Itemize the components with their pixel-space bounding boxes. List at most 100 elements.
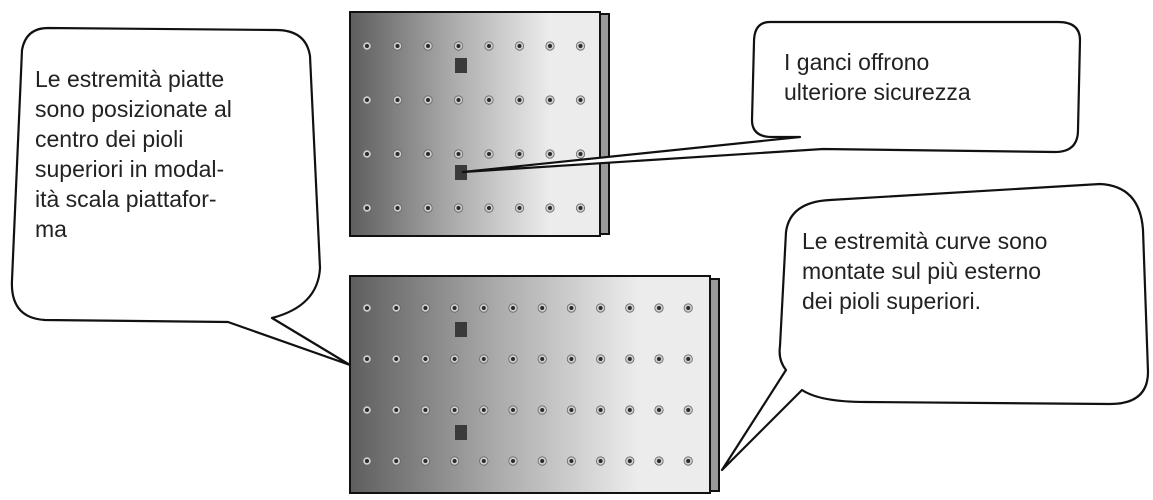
plate-hole-center — [686, 306, 691, 310]
plate-hole-center — [481, 408, 486, 412]
plate-hole-center — [365, 357, 369, 361]
plate-hole-center — [627, 306, 632, 310]
plate-hole-center — [540, 357, 545, 361]
plate-hole-center — [517, 98, 522, 102]
flat-ends-callout-text: Le estremità piatte sono posizionate al ce… — [35, 64, 232, 244]
plate-hole-center — [517, 152, 522, 156]
plate-hole-center — [365, 306, 369, 310]
plate-hole-center — [365, 152, 369, 156]
plate-hole-center — [548, 152, 552, 156]
plate-hole-center — [394, 408, 399, 412]
top-plate-hook-1 — [455, 58, 467, 73]
callout-line: centro dei pioli — [35, 126, 184, 152]
top-plate-holes — [362, 41, 586, 213]
plate-hole-center — [423, 306, 428, 310]
plate-hole-center — [487, 98, 491, 102]
plate-hole-center — [578, 98, 583, 102]
plate-hole-center — [657, 357, 661, 361]
plate-hole-center — [569, 306, 574, 310]
plate-hole-center — [517, 44, 522, 48]
plate-hole-center — [394, 306, 399, 310]
plate-hole-center — [569, 459, 574, 463]
callout-line: Le estremità curve sono — [802, 228, 1048, 254]
top-plate-hook-2 — [455, 165, 467, 180]
plate-hole-center — [686, 408, 691, 412]
plate-hole-center — [487, 206, 491, 210]
plate-hole-center — [578, 206, 583, 210]
plate-hole-center — [578, 152, 583, 156]
plate-hole-center — [598, 408, 603, 412]
plate-hole-center — [627, 357, 632, 361]
plate-hole-center — [395, 44, 400, 48]
callout-line: I ganci offrono — [784, 49, 930, 75]
plate-hole-center — [686, 459, 691, 463]
plate-hole-center — [365, 44, 369, 48]
plate-hole-center — [456, 44, 461, 48]
plate-hole-center — [452, 459, 457, 463]
plate-hole-center — [540, 306, 545, 310]
plate-hole-center — [569, 357, 574, 361]
top-ladder-plate — [349, 11, 610, 237]
bottom-plate-hook-2 — [455, 425, 467, 440]
plate-hole-center — [423, 459, 428, 463]
plate-hole-center — [657, 306, 661, 310]
plate-hole-center — [452, 306, 457, 310]
plate-hole-center — [481, 357, 486, 361]
plate-hole-center — [394, 357, 399, 361]
plate-hole-center — [426, 206, 430, 210]
top-plate-body — [349, 11, 601, 237]
bottom-plate-holes — [362, 303, 693, 466]
plate-hole-center — [452, 408, 457, 412]
callout-line: Le estremità piatte — [35, 66, 225, 92]
plate-hole-center — [598, 357, 603, 361]
plate-hole-center — [548, 206, 552, 210]
bottom-plate-body — [349, 275, 711, 494]
curved-ends-callout-bubble — [720, 182, 1150, 472]
plate-hole-center — [598, 306, 603, 310]
plate-hole-center — [517, 206, 522, 210]
plate-hole-center — [511, 459, 515, 463]
plate-hole-center — [365, 408, 369, 412]
plate-hole-center — [456, 98, 461, 102]
plate-hole-center — [365, 459, 369, 463]
callout-line: dei pioli superiori. — [802, 288, 981, 314]
plate-hole-center — [627, 408, 632, 412]
callout-line: ma — [35, 216, 67, 242]
plate-hole-center — [395, 152, 400, 156]
plate-hole-center — [395, 206, 400, 210]
plate-hole-center — [511, 357, 515, 361]
plate-hole-center — [598, 459, 603, 463]
plate-hole-center — [395, 98, 400, 102]
plate-hole-center — [456, 152, 461, 156]
plate-hole-center — [569, 408, 574, 412]
plate-hole-center — [540, 459, 545, 463]
plate-hole-center — [511, 408, 515, 412]
callout-line: ità scala piattafor- — [35, 186, 217, 212]
plate-hole-center — [657, 459, 661, 463]
plate-hole-center — [627, 459, 632, 463]
plate-hole-center — [394, 459, 399, 463]
plate-hole-center — [548, 98, 552, 102]
plate-hole-center — [452, 357, 457, 361]
callout-line: ulteriore sicurezza — [784, 79, 971, 105]
bottom-plate-hook-1 — [455, 322, 467, 337]
plate-hole-center — [423, 357, 428, 361]
plate-hole-center — [548, 44, 552, 48]
plate-hole-center — [511, 306, 515, 310]
callout-line: sono posizionate al — [35, 96, 232, 122]
plate-hole-center — [426, 44, 430, 48]
plate-hole-center — [365, 98, 369, 102]
flat-ends-callout-bubble — [10, 26, 352, 367]
hooks-callout-text: I ganci offrono ulteriore sicurezza — [784, 47, 971, 107]
plate-hole-center — [686, 357, 691, 361]
plate-hole-center — [657, 408, 661, 412]
plate-hole-center — [456, 206, 461, 210]
plate-hole-center — [423, 408, 428, 412]
plate-hole-center — [540, 408, 545, 412]
plate-hole-center — [481, 306, 486, 310]
callout-line: superiori in modal- — [35, 156, 225, 182]
plate-hole-center — [426, 152, 430, 156]
plate-hole-center — [365, 206, 369, 210]
